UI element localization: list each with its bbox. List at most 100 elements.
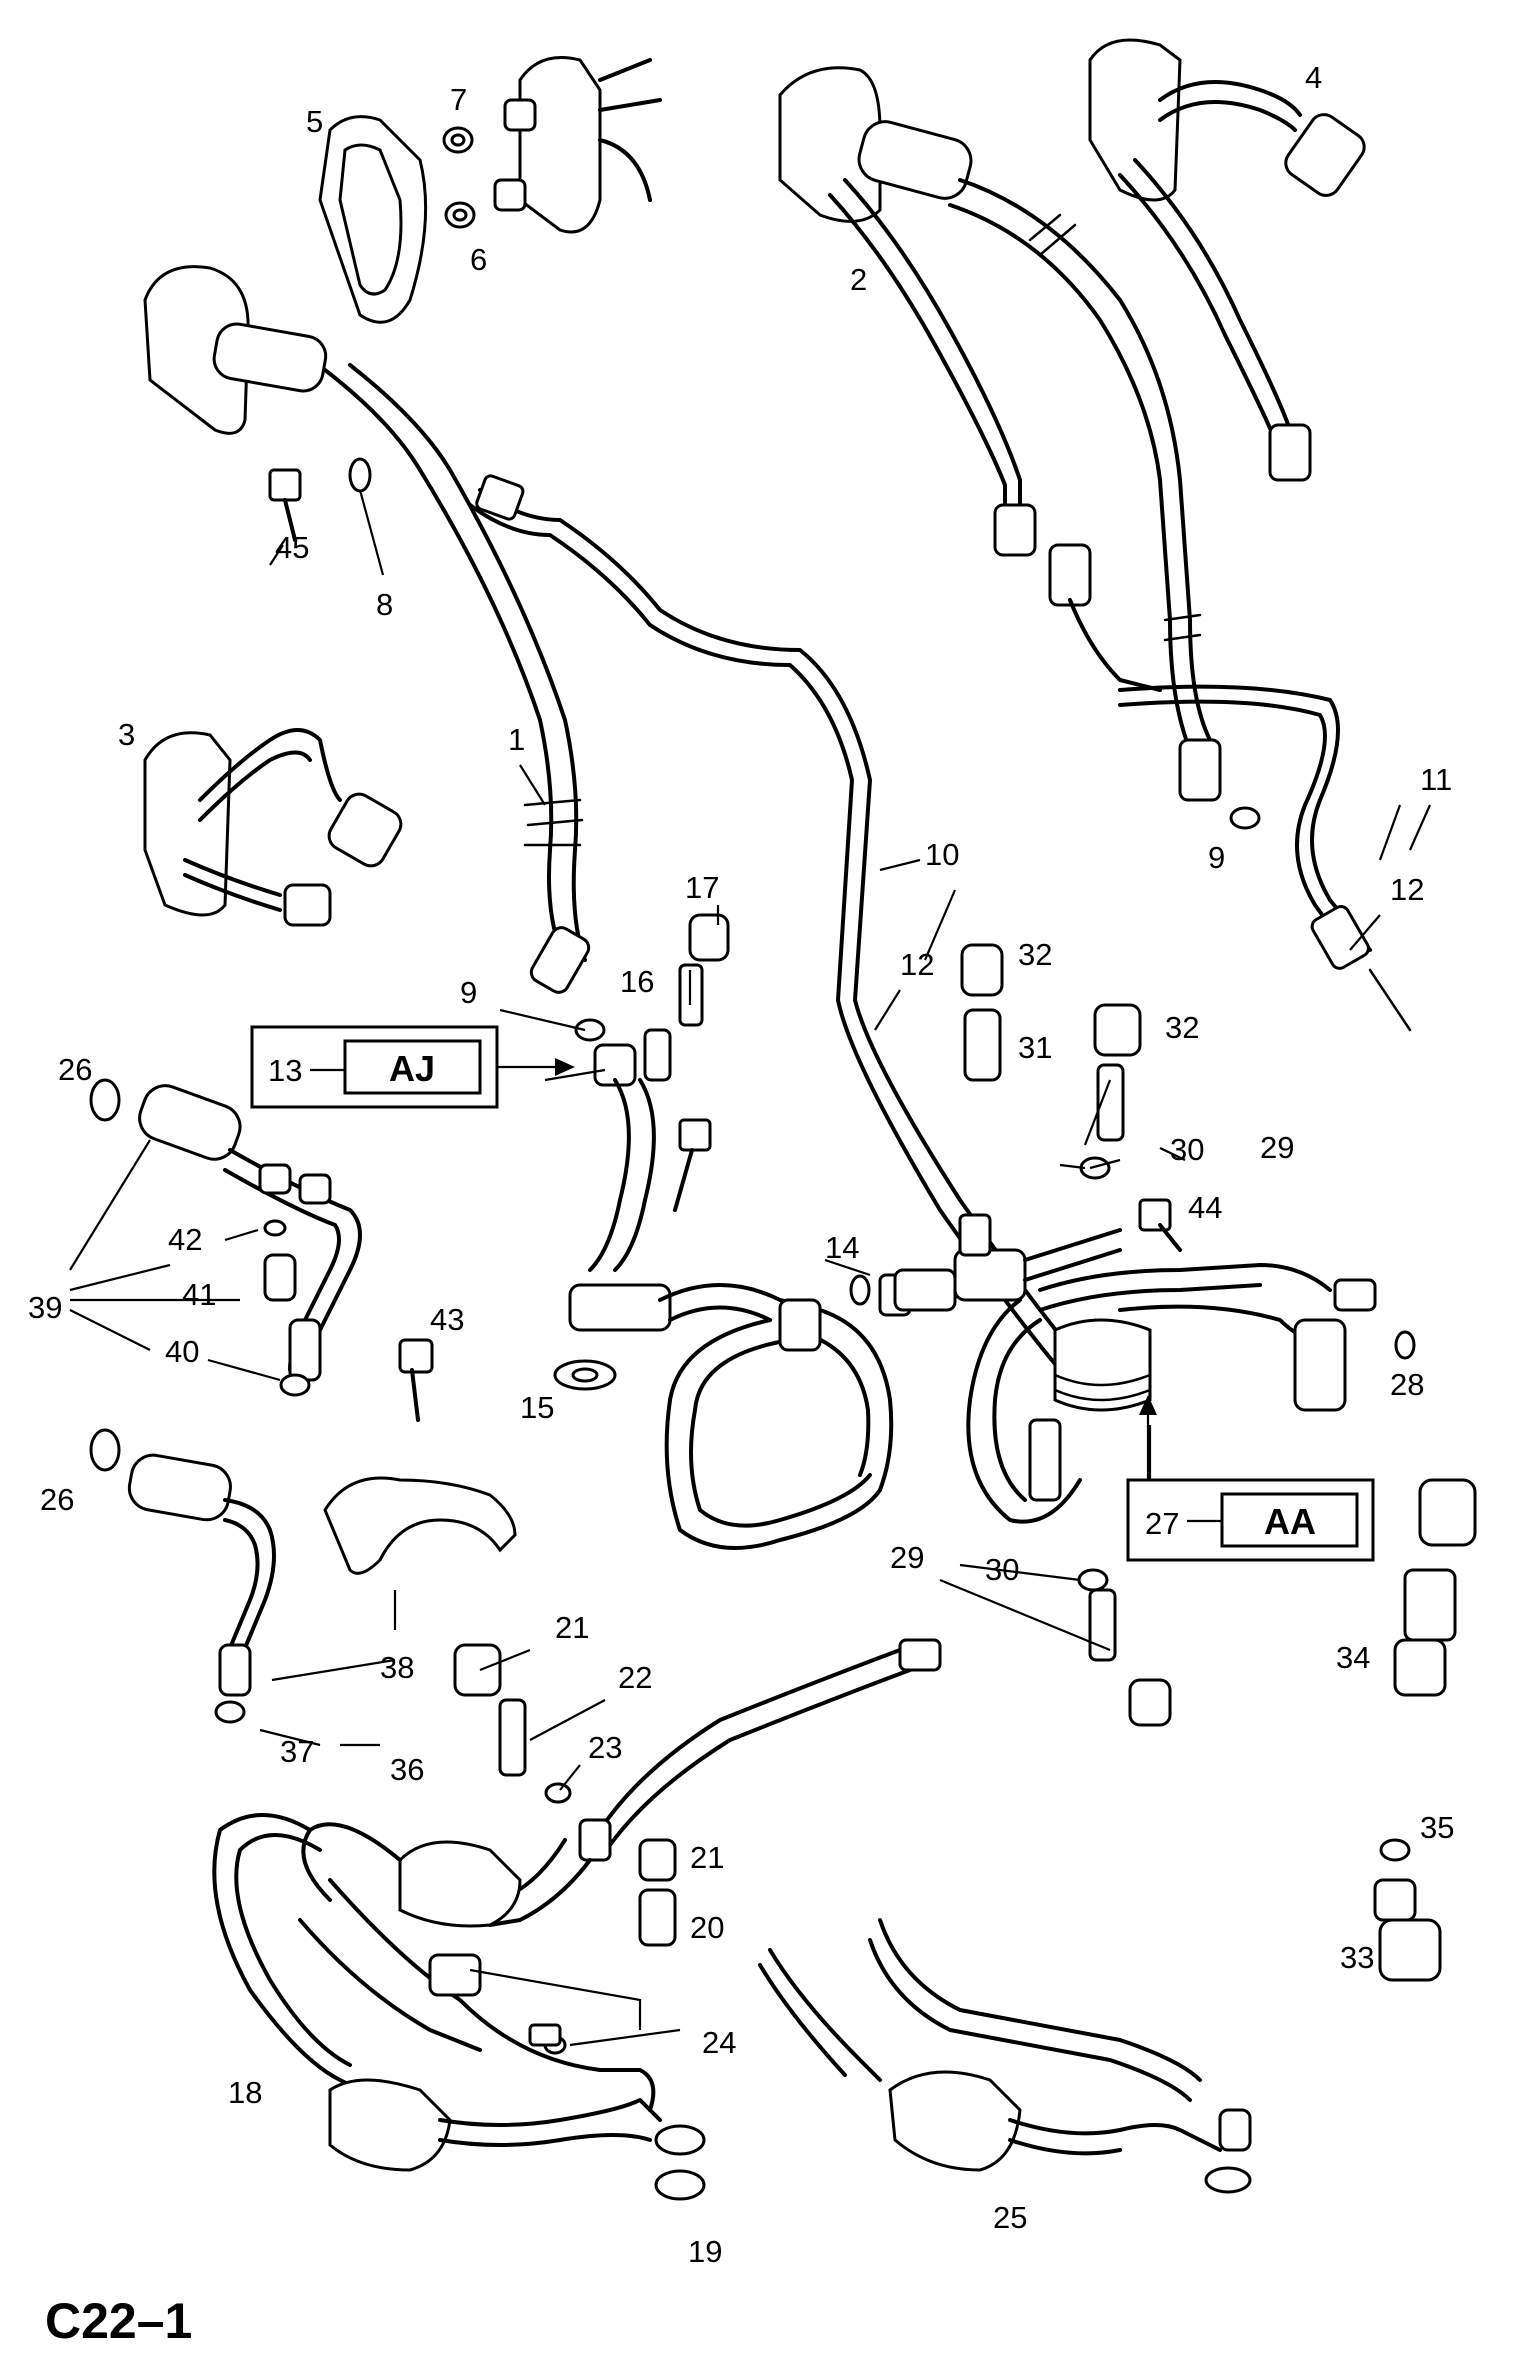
o-ring-9-right [1229,806,1261,830]
callout-28: 28 [1390,1367,1424,1402]
callout-14: 14 [825,1230,859,1265]
callout-15: 15 [520,1390,554,1425]
callout-7: 7 [450,82,467,117]
callout-3: 3 [118,717,135,752]
reference-aa-label: AA [1264,1501,1316,1542]
o-ring-7 [442,126,474,154]
o-ring-26-upper [89,1078,121,1122]
valve-41 [263,1253,297,1302]
callout-22: 22 [618,1660,652,1695]
plate-3 [143,728,403,927]
cap-17 [688,913,730,962]
valve-29-upper [1096,1063,1125,1142]
evaporator-connector-plate [493,56,662,234]
callout-34: 34 [1336,1640,1370,1675]
junction-tee-13 [568,1028,672,1332]
callout-5: 5 [306,104,323,139]
valve-20 [638,1888,677,1947]
switch-34 [1393,1478,1477,1697]
o-ring-35 [1379,1838,1411,1862]
callout-30-upper: 30 [1170,1132,1204,1167]
callout-24: 24 [702,2025,736,2060]
callout-32-left: 32 [1018,937,1052,972]
callout-41: 41 [182,1277,216,1312]
switch-33 [1373,1878,1442,1982]
cap-32-left [960,943,1004,997]
valve-29-lower [1088,1588,1172,1727]
callout-4: 4 [1305,60,1322,95]
bracket-38 [323,1476,517,1575]
receiver-drier-27 [966,1263,1377,1524]
clip-8 [348,457,372,493]
callout-35: 35 [1420,1810,1454,1845]
callout-20: 20 [690,1910,724,1945]
pipe-36 [127,1453,276,1697]
callout-39: 39 [28,1290,62,1325]
bolt-45 [268,468,302,542]
callout-27: 27 [1145,1506,1179,1541]
callout-9-center: 9 [460,975,477,1010]
callout-12-right: 12 [1390,872,1424,907]
callout-16: 16 [620,964,654,999]
o-ring-23 [544,1782,572,1804]
callout-13: 13 [268,1053,302,1088]
callout-26-lower: 26 [40,1482,74,1517]
o-ring-37 [214,1700,246,1724]
tee-fitting-31 [893,1213,1122,1312]
washer-25 [1204,2166,1252,2194]
reference-aj-label: AJ [389,1048,435,1089]
gasket-5 [318,115,428,324]
o-ring-30-lower [1077,1568,1109,1592]
o-ring-14 [849,1274,871,1306]
pipe-10 [468,474,1082,1372]
callout-19: 19 [688,2234,722,2269]
callout-23: 23 [588,1730,622,1765]
callout-11: 11 [1420,762,1452,797]
hose-1 [143,265,591,994]
fitting-42 [258,1163,332,1205]
callout-37: 37 [280,1734,314,1769]
callout-8: 8 [376,587,393,622]
callout-45: 45 [275,530,309,565]
callout-42: 42 [168,1222,202,1257]
bolt-43-lower [398,1338,434,1422]
bolt-44 [1138,1198,1182,1252]
callout-17: 17 [685,870,719,905]
o-ring-26-lower [89,1428,121,1472]
callout-43: 43 [430,1302,464,1337]
washer-19 [654,2124,706,2201]
hose-4 [1088,38,1366,482]
callout-32-right: 32 [1165,1010,1199,1045]
callout-18: 18 [228,2075,262,2110]
reference-box-aj: 13 AJ [250,1025,575,1109]
valve-22 [498,1698,527,1777]
cap-21-upper [453,1643,502,1697]
callout-9-right: 9 [1208,840,1225,875]
leader-lines [69,489,1432,2047]
o-ring-6 [444,201,476,229]
pipe-11-12 [1118,684,1412,1032]
valve-31 [963,1008,1002,1082]
o-ring-41 [263,1219,287,1237]
hose-2 [778,66,1222,802]
cap-21-lower [638,1838,677,1882]
hose-14-loop [658,1273,912,1550]
callout-25: 25 [993,2200,1027,2235]
callout-40: 40 [165,1334,199,1369]
callout-1: 1 [508,722,525,757]
o-ring-28 [1394,1330,1416,1360]
callout-12-center: 12 [900,947,934,982]
washer-15 [553,1359,617,1391]
reference-box-aa: 27 AA [1126,1395,1375,1562]
callout-36: 36 [390,1752,424,1787]
callout-2: 2 [850,262,867,297]
o-ring-40 [279,1373,311,1397]
o-ring-9-center [574,1018,606,1042]
callout-38: 38 [380,1650,414,1685]
page-code: C22–1 [45,2293,192,2349]
o-ring-30-upper [1079,1156,1111,1180]
callout-44: 44 [1188,1190,1222,1225]
callout-31: 31 [1018,1030,1052,1065]
callout-29-upper: 29 [1260,1130,1294,1165]
